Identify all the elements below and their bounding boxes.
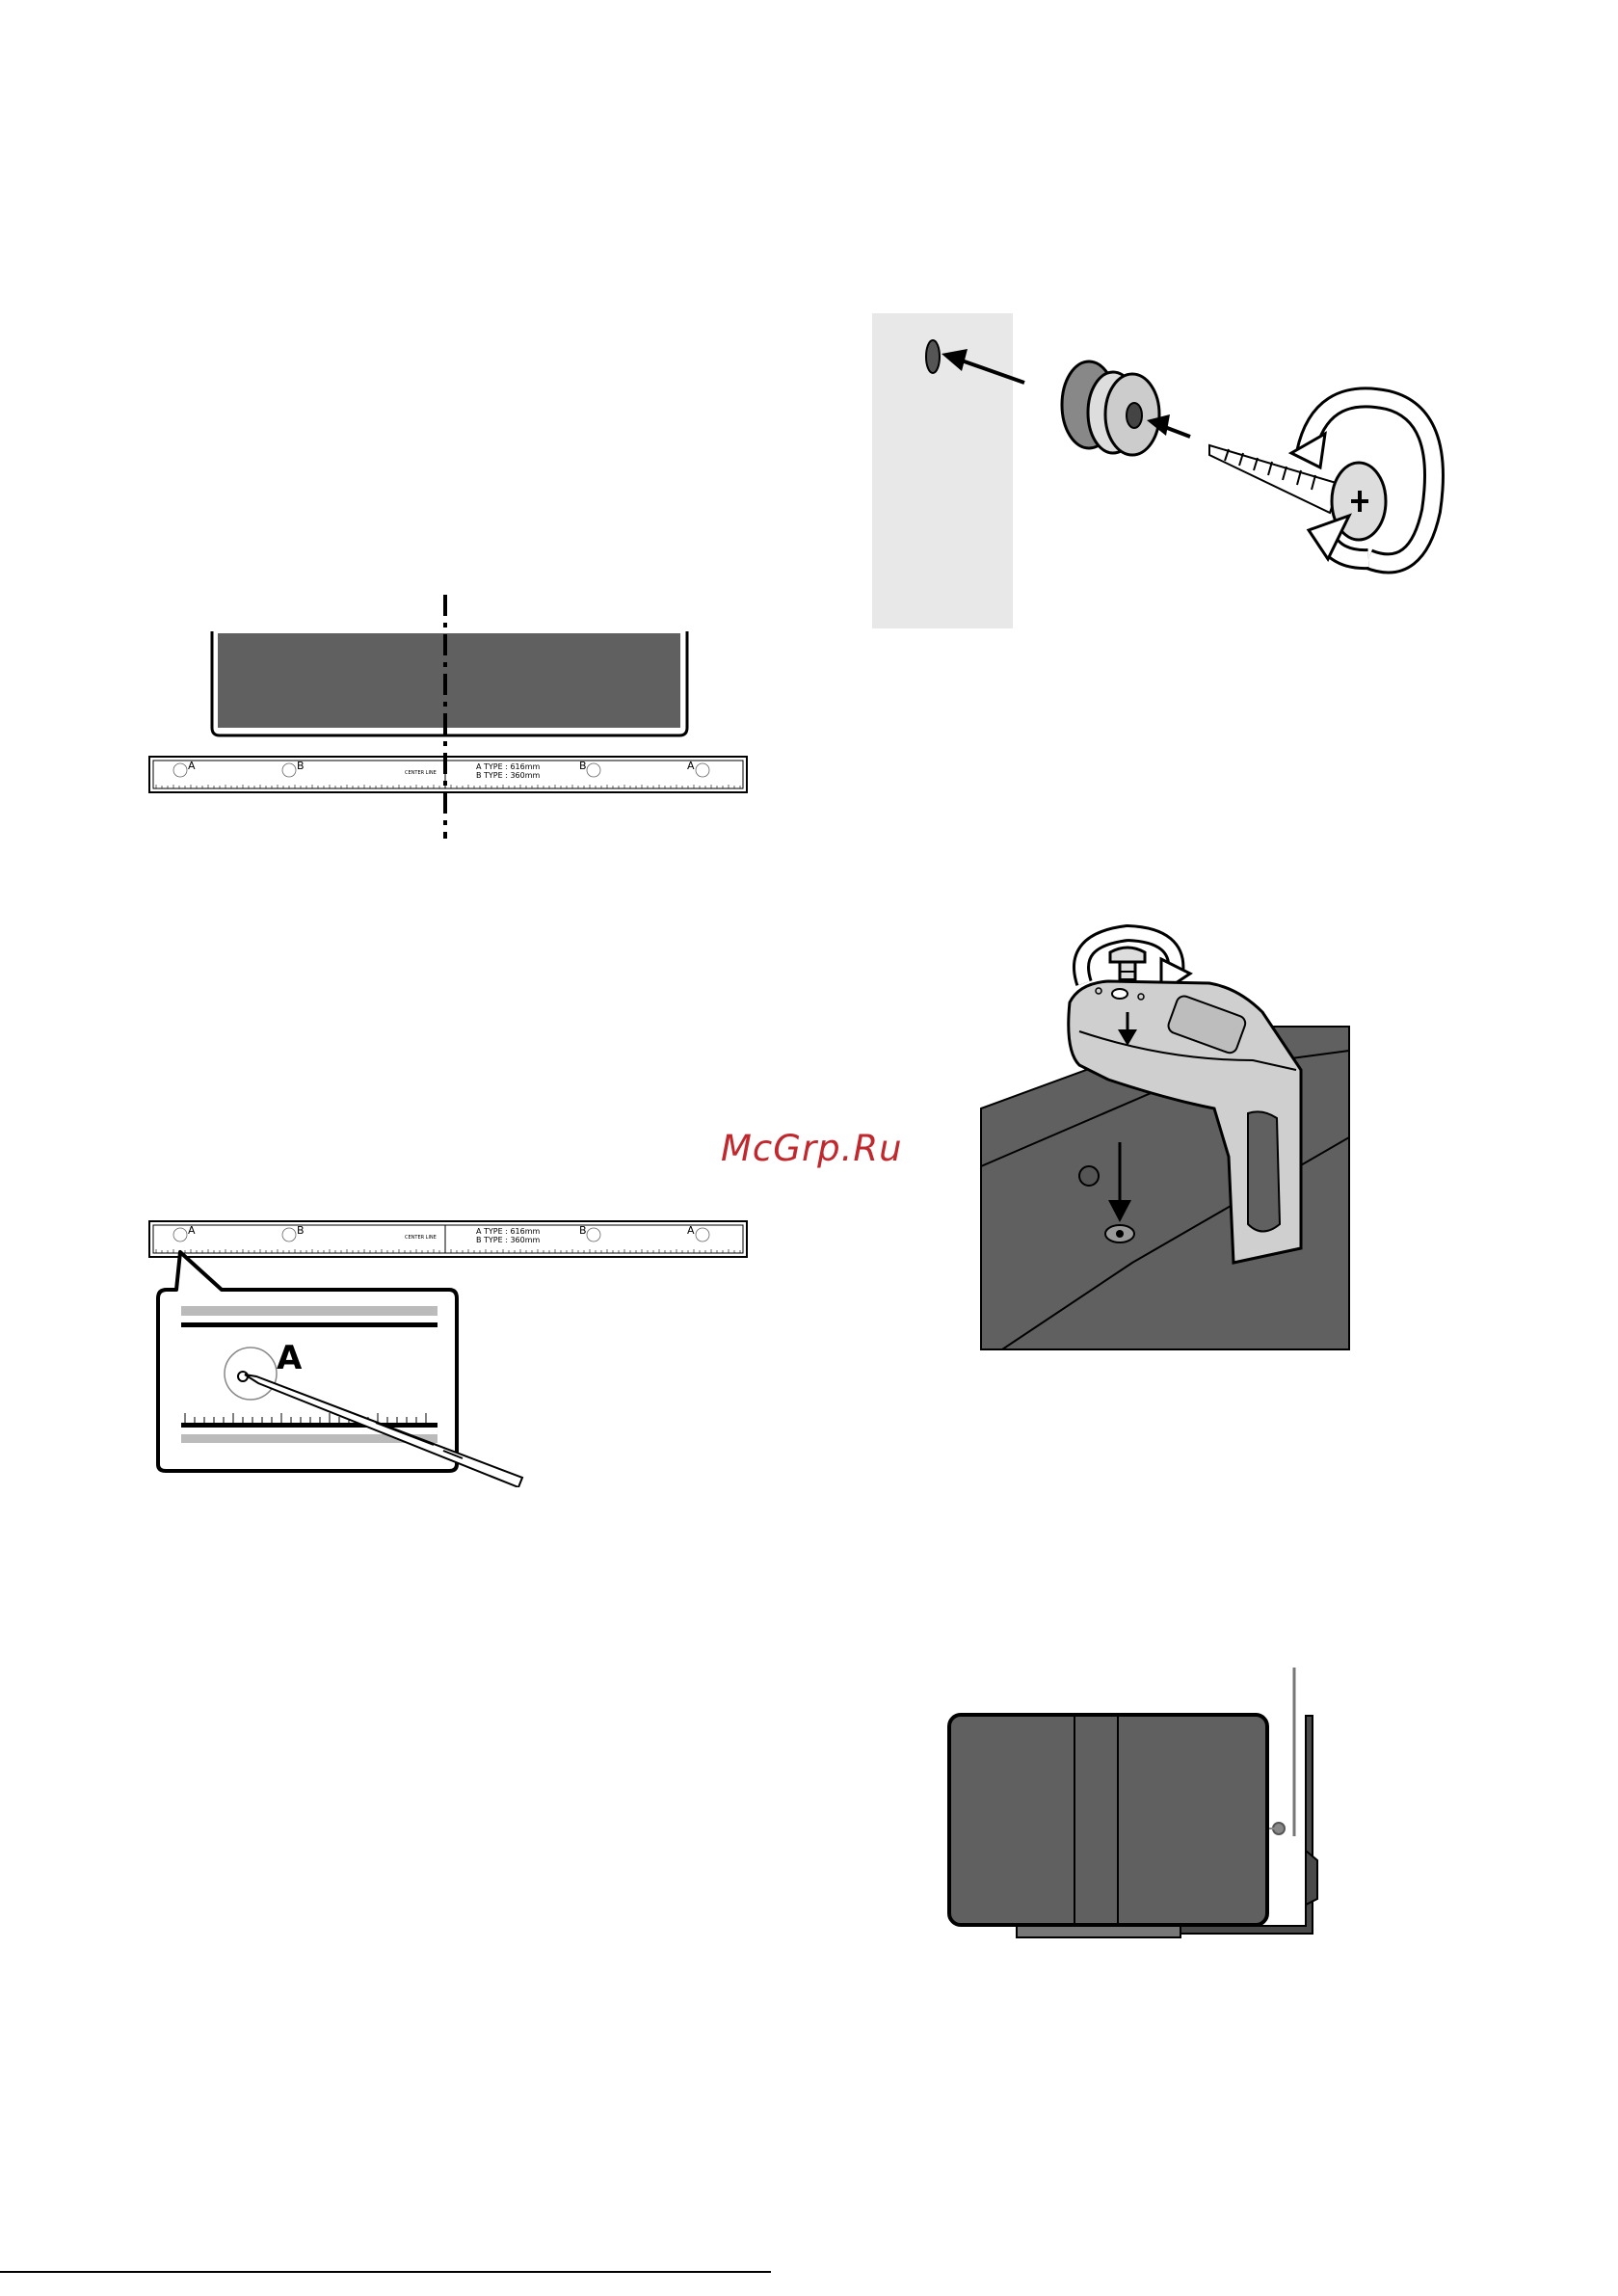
template-label-b-right: B bbox=[579, 1224, 587, 1237]
soundbar-body bbox=[949, 1715, 1267, 1925]
template-label-a-left: A bbox=[188, 1224, 196, 1237]
wall-template: A B CENTER LINE A TYPE : 616mm B TYPE : … bbox=[149, 1221, 747, 1257]
template-a-type: A TYPE : 616mm bbox=[476, 762, 541, 771]
template-label-a-left: A bbox=[188, 760, 196, 772]
template-center-line: CENTER LINE bbox=[405, 1235, 437, 1241]
watermark-text: McGrp.Ru bbox=[721, 1128, 903, 1169]
template-b-type: B TYPE : 360mm bbox=[476, 771, 541, 780]
figure-template-marking: A B CENTER LINE A TYPE : 616mm B TYPE : … bbox=[145, 1217, 761, 1487]
template-label-a-right: A bbox=[687, 1224, 695, 1237]
spacer-icon bbox=[1062, 361, 1159, 455]
magnifier-label-a: A bbox=[277, 1339, 303, 1377]
template-b-type: B TYPE : 360mm bbox=[476, 1236, 541, 1244]
soundbar-body bbox=[218, 633, 680, 728]
wall-hole bbox=[926, 340, 940, 373]
template-a-type: A TYPE : 616mm bbox=[476, 1227, 541, 1236]
template-label-b-left: B bbox=[297, 1224, 305, 1237]
template-label-b-left: B bbox=[297, 760, 305, 772]
wall bbox=[872, 313, 1013, 628]
screw-icon bbox=[1209, 445, 1386, 540]
footer-rule bbox=[0, 2271, 771, 2273]
figure-soundbar-template: A B CENTER LINE A TYPE : 616mm B TYPE : … bbox=[145, 583, 761, 843]
wall-template: A B CENTER LINE A TYPE : 616mm B TYPE : … bbox=[149, 757, 747, 792]
figure-wall-screw bbox=[867, 308, 1465, 636]
figure-bracket-attach bbox=[973, 916, 1359, 1359]
figure-soundbar-mounted bbox=[940, 1658, 1325, 1947]
template-label-b-right: B bbox=[579, 760, 587, 772]
template-center-line: CENTER LINE bbox=[405, 770, 437, 776]
template-label-a-right: A bbox=[687, 760, 695, 772]
